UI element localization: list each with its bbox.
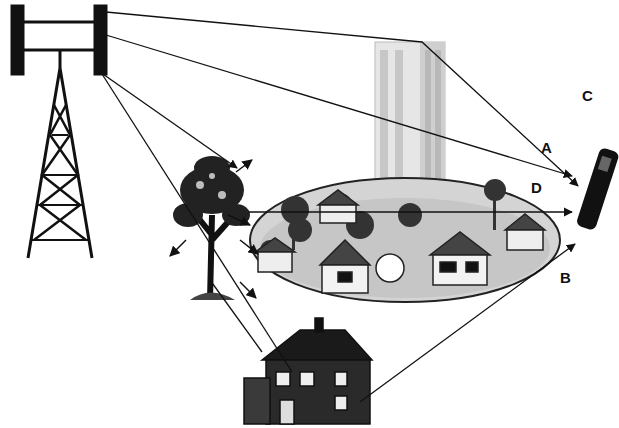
scattering-tree <box>170 156 258 300</box>
path-letter: B <box>560 270 571 285</box>
path-letter: D <box>531 180 542 195</box>
mobile-phone <box>576 147 619 231</box>
path-letter: A <box>541 140 552 155</box>
path-letter: C <box>582 88 593 103</box>
signal-paths <box>100 12 578 402</box>
antenna-tower <box>12 6 106 258</box>
reflecting-house <box>244 318 372 424</box>
town-disc <box>250 178 560 302</box>
